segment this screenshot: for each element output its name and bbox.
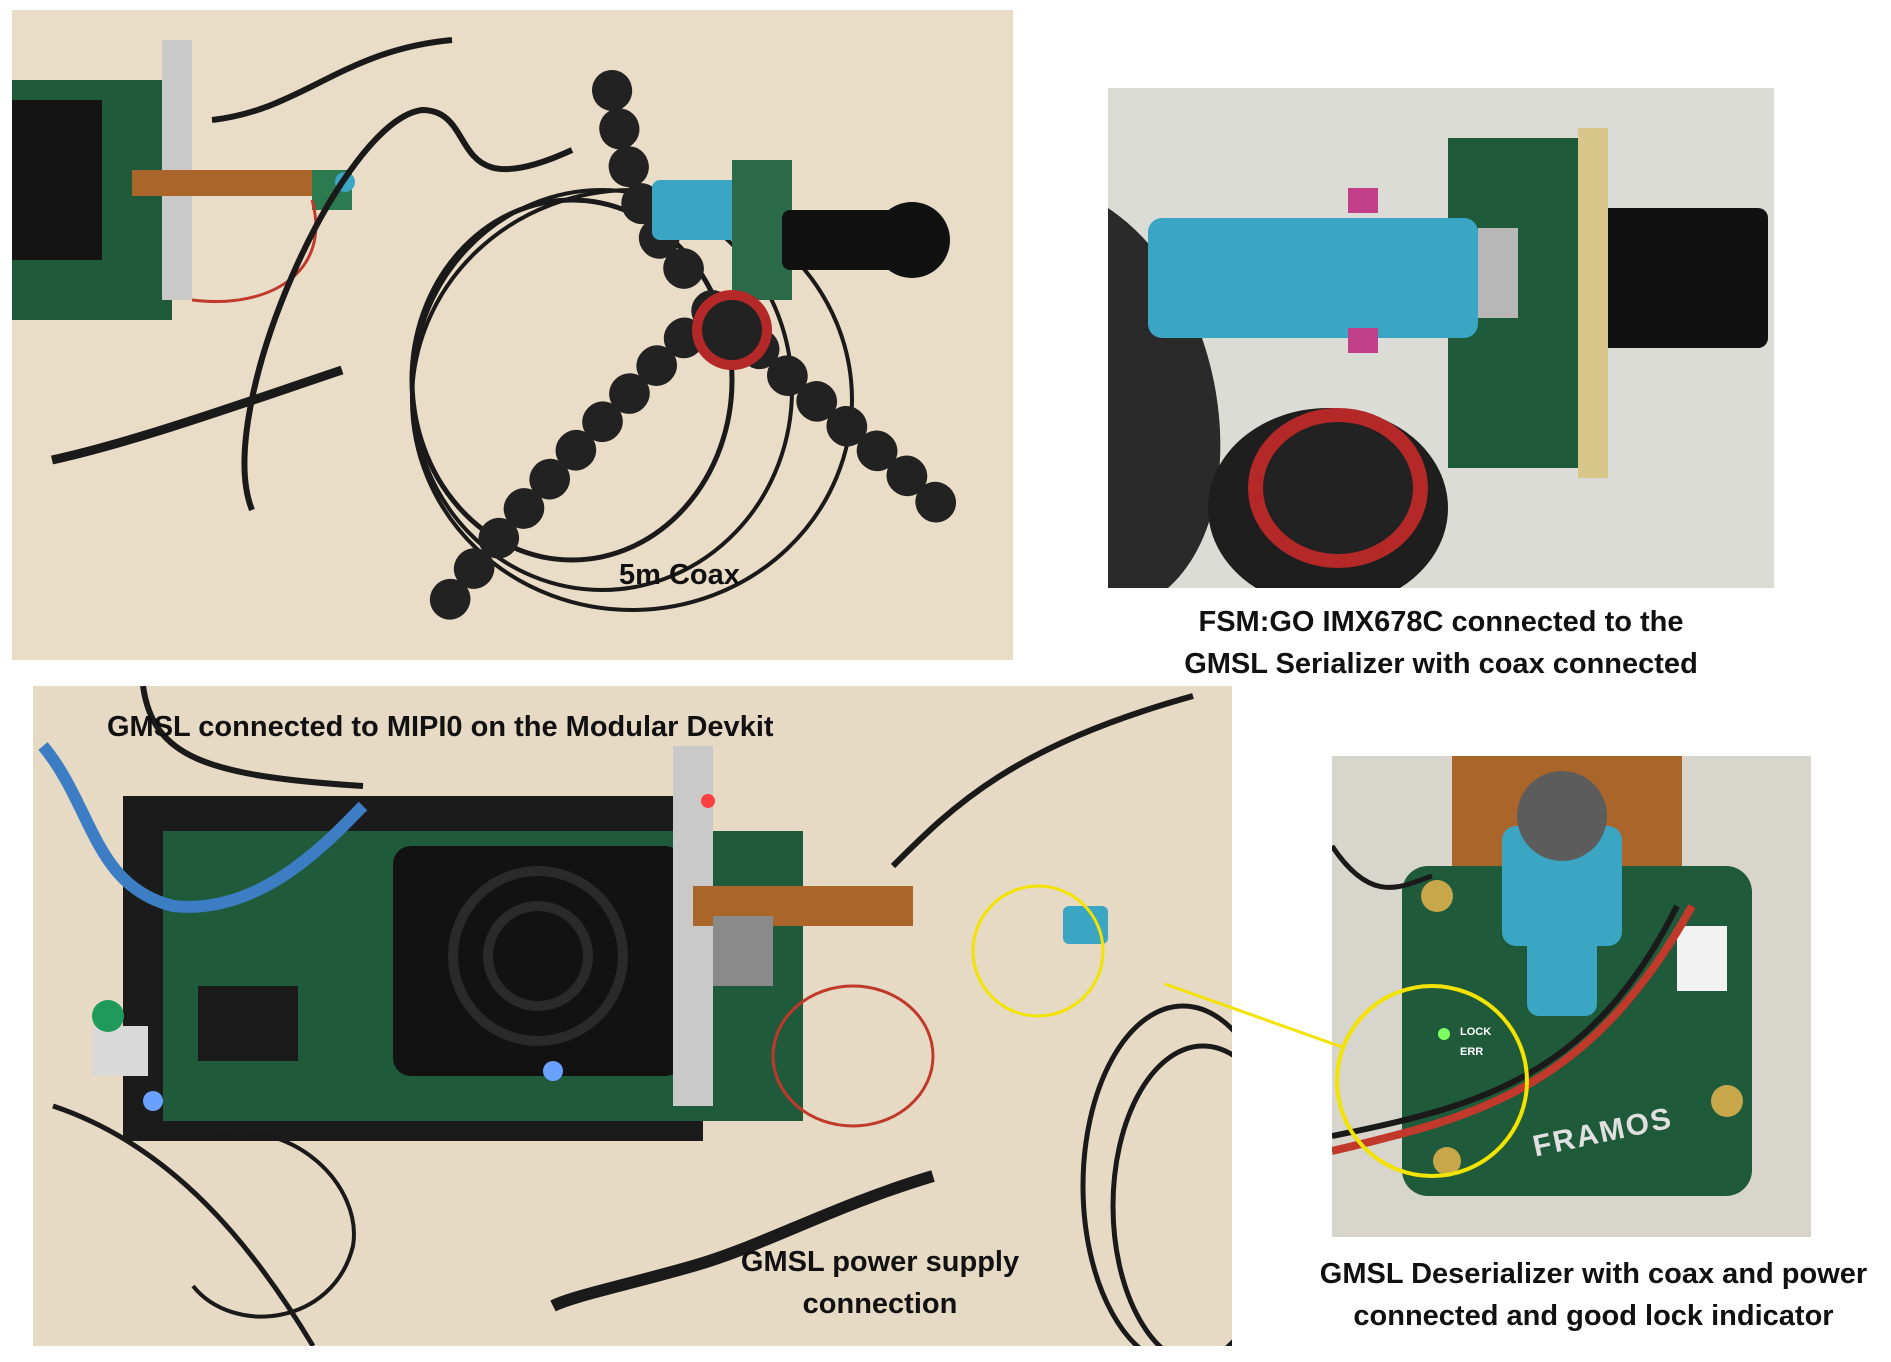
caption-power-supply-line-1: GMSL power supply bbox=[740, 1246, 1020, 1278]
photo-top-left: 5m Coax bbox=[12, 10, 1013, 660]
caption-gmsl-mipi0: GMSL connected to MIPI0 on the Modular D… bbox=[107, 711, 774, 743]
led-label-lock: LOCK bbox=[1460, 1026, 1492, 1038]
caption-5m-coax: 5m Coax bbox=[619, 559, 740, 591]
highlight-circle-lock-led bbox=[1335, 984, 1529, 1178]
caption-power-supply-line-2: connection bbox=[802, 1288, 958, 1320]
photo-top-right bbox=[1108, 88, 1774, 588]
caption-deserializer-line-1: GMSL Deserializer with coax and power bbox=[1319, 1258, 1868, 1290]
caption-serializer-line-2: GMSL Serializer with coax connected bbox=[1184, 648, 1698, 680]
highlight-circle-deserializer bbox=[971, 884, 1105, 1018]
photo-bottom-right: LOCK ERR FRAMOS bbox=[1332, 756, 1811, 1237]
tripod-camera-photo bbox=[12, 10, 1013, 660]
caption-serializer-line-1: FSM:GO IMX678C connected to the bbox=[1198, 606, 1684, 638]
serializer-closeup-photo bbox=[1108, 88, 1774, 588]
photo-bottom-left: GMSL connected to MIPI0 on the Modular D… bbox=[33, 686, 1232, 1346]
caption-deserializer-line-2: connected and good lock indicator bbox=[1353, 1300, 1834, 1332]
devkit-photo bbox=[33, 686, 1232, 1346]
deserializer-closeup-photo bbox=[1332, 756, 1811, 1237]
led-label-err: ERR bbox=[1460, 1046, 1484, 1058]
